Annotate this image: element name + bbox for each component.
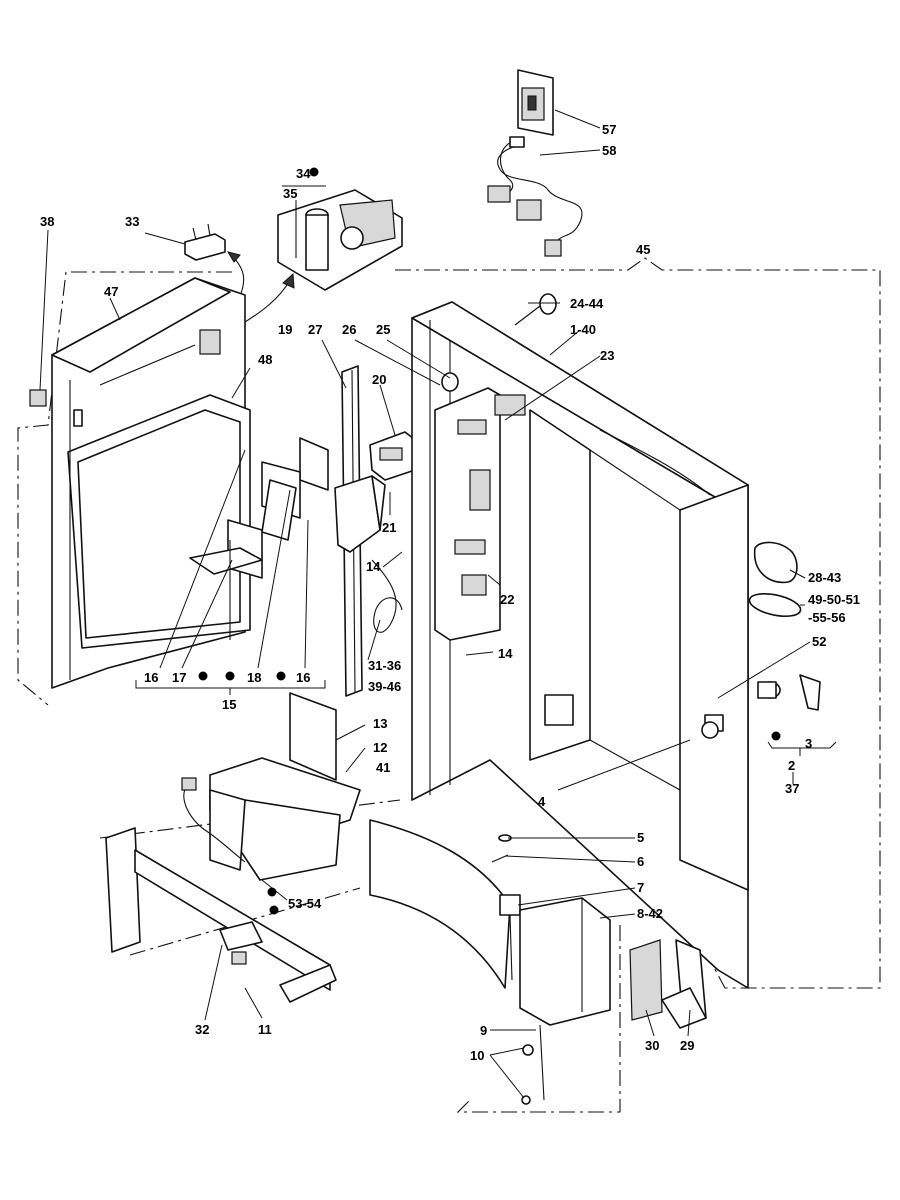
plug-33 bbox=[184, 223, 226, 261]
label-20: 20 bbox=[372, 372, 386, 387]
label-33: 33 bbox=[125, 214, 139, 229]
label-52: 52 bbox=[812, 634, 826, 649]
label-37: 37 bbox=[785, 781, 799, 796]
label-38: 38 bbox=[40, 214, 54, 229]
label-30: 30 bbox=[645, 1038, 659, 1053]
label-21: 21 bbox=[382, 520, 396, 535]
label-53-54: 53-54 bbox=[288, 896, 322, 911]
label-1-40: 1-40 bbox=[570, 322, 596, 337]
label-12: 12 bbox=[373, 740, 387, 755]
label-17: 17 bbox=[172, 670, 186, 685]
reference-dots bbox=[198, 167, 781, 915]
arrow-head-plug bbox=[226, 251, 241, 263]
label-4: 4 bbox=[538, 794, 546, 809]
label-24-44: 24-44 bbox=[570, 296, 604, 311]
mounting-bracket-32 bbox=[105, 827, 337, 1003]
label-31-36: 31-36 bbox=[368, 658, 401, 673]
lock-24-44 bbox=[514, 293, 557, 326]
label-15: 15 bbox=[222, 697, 236, 712]
label-41: 41 bbox=[376, 760, 390, 775]
label-55-56: -55-56 bbox=[808, 610, 846, 625]
label-29: 29 bbox=[680, 1038, 694, 1053]
label-39-46: 39-46 bbox=[368, 679, 401, 694]
label-22: 22 bbox=[500, 592, 514, 607]
connector-38 bbox=[29, 389, 47, 407]
label-34: 34 bbox=[296, 166, 311, 181]
harness-board-57-58 bbox=[487, 69, 583, 257]
label-14-upper: 14 bbox=[366, 559, 381, 574]
cable-loom-31 bbox=[371, 559, 403, 633]
label-13: 13 bbox=[373, 716, 387, 731]
cable-53-54 bbox=[183, 781, 246, 863]
part-labels: 57 58 34 35 33 38 45 47 48 19 27 26 25 2… bbox=[40, 122, 860, 1063]
label-45: 45 bbox=[636, 242, 650, 257]
label-7: 7 bbox=[637, 880, 644, 895]
assembly-outline-bottom bbox=[456, 925, 621, 1113]
label-16-right: 16 bbox=[296, 670, 310, 685]
label-25: 25 bbox=[376, 322, 390, 337]
label-19: 19 bbox=[278, 322, 292, 337]
label-57: 57 bbox=[602, 122, 616, 137]
label-5: 5 bbox=[637, 830, 644, 845]
window-28-43 bbox=[753, 541, 798, 584]
power-supply-34 bbox=[277, 189, 403, 291]
side-box-8-42 bbox=[519, 897, 611, 1026]
label-8-42: 8-42 bbox=[637, 906, 663, 921]
label-48: 48 bbox=[258, 352, 272, 367]
window-49-50-51 bbox=[748, 593, 802, 617]
label-23: 23 bbox=[600, 348, 614, 363]
coin-tray-12 bbox=[209, 692, 361, 881]
label-26: 26 bbox=[342, 322, 356, 337]
label-16-left: 16 bbox=[144, 670, 158, 685]
label-27: 27 bbox=[308, 322, 322, 337]
connector-53-54 bbox=[181, 777, 197, 791]
plates-29-30 bbox=[629, 939, 707, 1029]
label-49-50-51: 49-50-51 bbox=[808, 592, 860, 607]
key-lock-2 bbox=[701, 674, 821, 739]
motor-23 bbox=[494, 394, 526, 416]
arrow-head-supply bbox=[282, 272, 295, 289]
arrow-to-supply bbox=[239, 279, 291, 326]
assembly-outline-left bbox=[17, 271, 232, 706]
bushing-25 bbox=[441, 372, 459, 392]
label-11: 11 bbox=[258, 1022, 272, 1037]
label-9: 9 bbox=[480, 1023, 487, 1038]
coin-mechanism-19 bbox=[334, 475, 386, 553]
curved-door bbox=[369, 819, 511, 989]
label-14-lower: 14 bbox=[498, 646, 513, 661]
label-47: 47 bbox=[104, 284, 118, 299]
circuit-board-22 bbox=[434, 387, 501, 641]
coin-mechanism-20 bbox=[369, 431, 419, 481]
label-58: 58 bbox=[602, 143, 616, 158]
leader-lines bbox=[39, 109, 837, 1099]
label-18: 18 bbox=[247, 670, 261, 685]
label-3: 3 bbox=[805, 736, 812, 751]
bracket-plates-15 bbox=[189, 437, 329, 640]
label-32: 32 bbox=[195, 1022, 209, 1037]
label-35: 35 bbox=[283, 186, 297, 201]
cabinet-housing-47 bbox=[51, 277, 251, 689]
label-6: 6 bbox=[637, 854, 644, 869]
assembly-outline-45 bbox=[395, 257, 881, 989]
label-28-43: 28-43 bbox=[808, 570, 841, 585]
label-2: 2 bbox=[788, 758, 795, 773]
label-10: 10 bbox=[470, 1048, 484, 1063]
